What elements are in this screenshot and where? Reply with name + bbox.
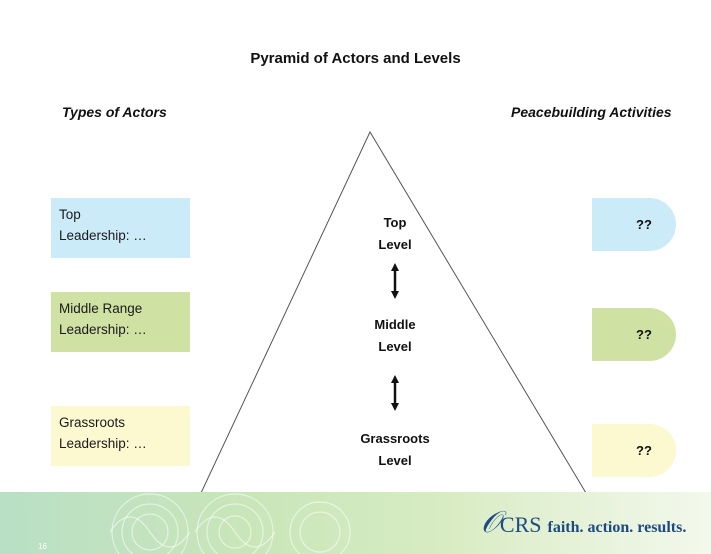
middle-range-leadership-box: Middle Range Leadership: …: [51, 292, 190, 352]
footer-band: 16: [0, 492, 711, 554]
grassroots-activity-shape: ??: [592, 424, 676, 477]
types-of-actors-heading: Types of Actors: [62, 104, 167, 120]
top-level-line2: Level: [378, 237, 412, 252]
top-activity-shape: ??: [592, 198, 676, 251]
top-leadership-box: Top Leadership: …: [51, 198, 190, 258]
grassroots-leadership-line2: Leadership: …: [59, 436, 147, 451]
middle-range-leadership-line1: Middle Range: [59, 301, 143, 316]
top-leadership-line2: Leadership: …: [59, 228, 147, 243]
double-arrow-icon: [391, 263, 399, 299]
peacebuilding-activities-heading: Peacebuilding Activities: [511, 104, 672, 120]
logo-name: CRS: [499, 512, 542, 537]
grassroots-level-line1: Grassroots: [360, 431, 430, 446]
crs-mark-icon: 𝒪: [481, 506, 500, 539]
grassroots-level-line2: Level: [378, 453, 412, 468]
middle-level-label: Middle Level: [335, 314, 455, 358]
grassroots-level-label: Grassroots Level: [335, 428, 455, 472]
middle-level-line1: Middle: [374, 317, 416, 332]
grassroots-leadership-box: Grassroots Leadership: …: [51, 406, 190, 466]
page-number: 16: [38, 542, 47, 551]
double-arrow-icon: [391, 375, 399, 411]
top-leadership-line1: Top: [59, 207, 81, 222]
decorative-pattern-icon: [109, 493, 351, 554]
slide-title: Pyramid of Actors and Levels: [250, 50, 461, 67]
top-level-line1: Top: [383, 215, 407, 230]
logo-tagline: faith. action. results.: [547, 519, 687, 536]
crs-logo: 𝒪 CRS faith. action. results.: [481, 505, 686, 545]
grassroots-leadership-line1: Grassroots: [59, 415, 126, 430]
middle-activity-shape: ??: [592, 308, 676, 361]
middle-range-leadership-line2: Leadership: …: [59, 322, 147, 337]
middle-level-line2: Level: [378, 339, 412, 354]
top-level-label: Top Level: [335, 212, 455, 256]
